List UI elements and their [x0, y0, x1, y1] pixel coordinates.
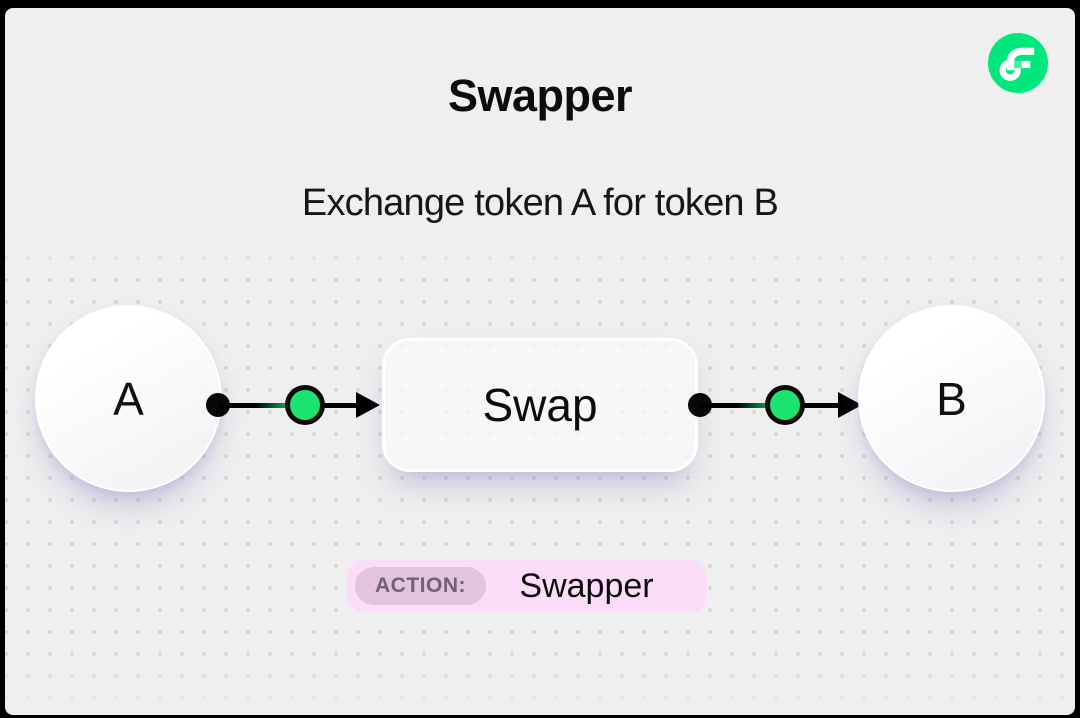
- page-title: Swapper: [447, 70, 633, 121]
- flow-logo-icon: [988, 33, 1048, 93]
- action-badge-key: ACTION:: [355, 567, 486, 605]
- swap-process-node: Swap: [382, 338, 698, 472]
- canvas-card: Swapper Exchange token A for token B A S…: [5, 8, 1075, 715]
- connector1-arrowhead-icon: [356, 392, 380, 418]
- page-subtitle: Exchange token A for token B: [301, 182, 779, 224]
- token-node-b: B: [858, 305, 1045, 492]
- swap-process-label: Swap: [482, 379, 598, 431]
- token-node-a-label: A: [113, 372, 144, 425]
- connector1-port-circle: [285, 385, 325, 425]
- token-node-b-label: B: [936, 372, 967, 425]
- action-badge-value: Swapper: [519, 566, 654, 605]
- connector2-port-circle: [765, 385, 805, 425]
- token-node-a: A: [35, 305, 222, 492]
- action-badge: ACTION: Swapper: [347, 560, 707, 612]
